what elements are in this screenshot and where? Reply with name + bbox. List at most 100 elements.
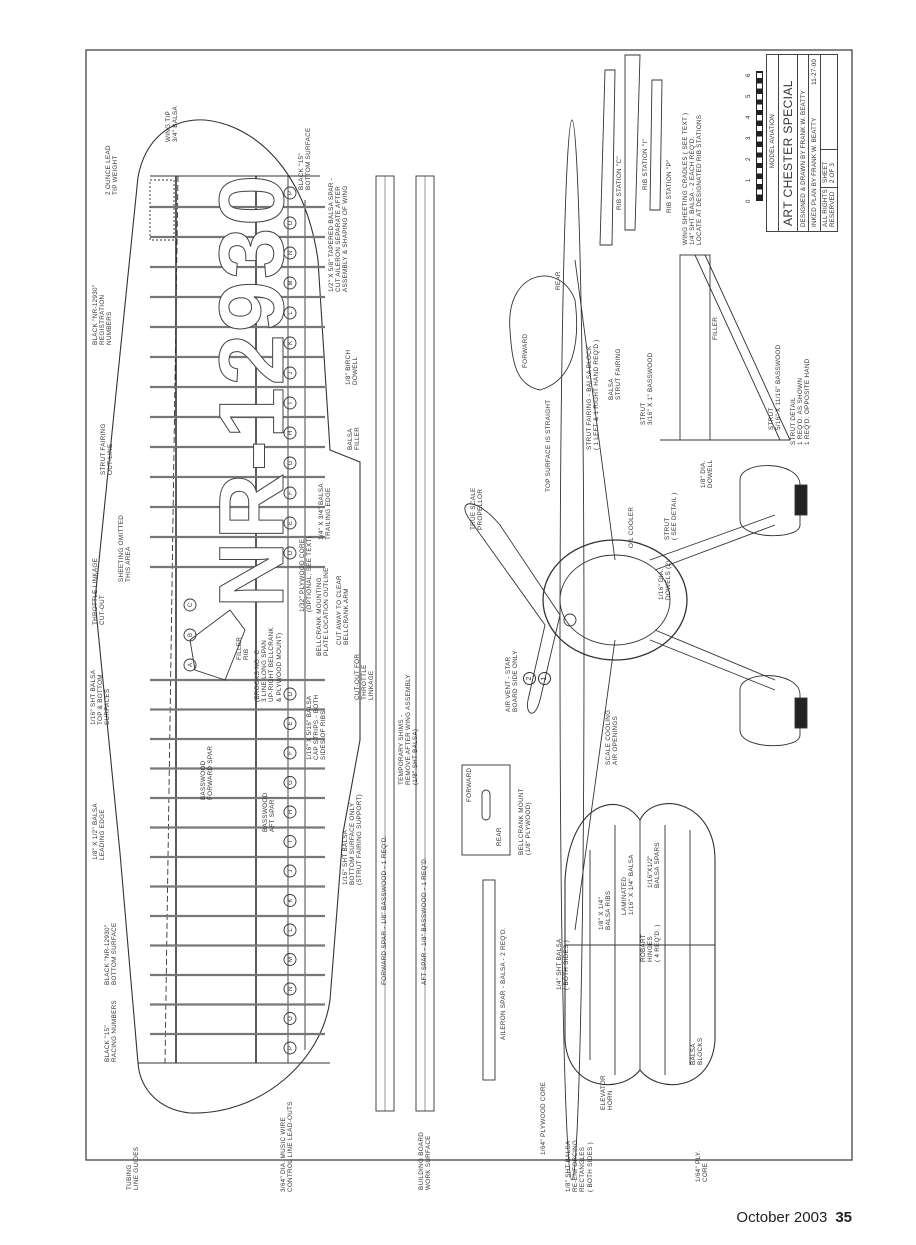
rib-station-circle <box>283 306 297 320</box>
label-tail-spars: 1/16"X1/2" BALSA SPARS <box>647 842 662 888</box>
rib-station-letter: O <box>288 220 294 225</box>
registration-outline: NR-12930 <box>201 173 303 608</box>
rib-station-marker: K <box>283 336 297 350</box>
label-oil-cooler: OIL COOLER <box>628 506 635 548</box>
label-top-surface: TOP SURFACE IS STRAIGHT <box>545 399 552 492</box>
drawing-frame <box>85 49 853 1161</box>
label-bellcrank-plate: BELLCRANK MOUNTING PLATE LOCATION OUTLIN… <box>316 567 331 656</box>
rib-station-letter: E <box>288 721 294 725</box>
rib-station-circle <box>283 366 297 380</box>
wing-strut-upper <box>574 259 616 561</box>
plan-date: 11-27-00 <box>811 59 818 85</box>
rib-station-circle <box>283 717 297 730</box>
rib-station-circle <box>283 546 297 560</box>
label-tapered-spar: 1/2" X 5/8" TAPERED BALSA SPAR - CUT AIL… <box>328 177 350 292</box>
label-forward-spar-strip: FORWARD SPAR - 1/8" BASSWOOD - 1 REQ'D. <box>381 835 388 985</box>
rib-station-marker: H <box>283 426 297 440</box>
rib-station-circle <box>283 923 297 937</box>
sheet-number: SHEET 2 OF 3 <box>821 149 837 187</box>
rib-station-letter: L <box>288 928 294 932</box>
rib-station-letter: P <box>288 1046 294 1050</box>
rib-station-marker: A <box>183 658 197 672</box>
designer-credit: DESIGNED & DRAWN BY FRANK W. BEATTY <box>799 90 807 227</box>
rib-station-circle <box>283 276 297 290</box>
label-reinforcing: 1/8" SHT BALSA RE-ENFORCING RECTANGLES (… <box>565 1139 594 1192</box>
rib-station-marker: K <box>283 894 297 907</box>
rib-station-circle <box>283 1012 297 1025</box>
label-strut-basswood: STRUT 3/16" X 1" BASSWOOD <box>640 352 655 425</box>
wing-strut-lower <box>574 639 616 931</box>
label-mount-rear: REAR <box>496 827 503 846</box>
label-temporary-shims: TEMPORARY SHIMS - REMOVE AFTER WING ASSE… <box>398 674 420 785</box>
scale-tick: 3 <box>746 136 752 140</box>
rib-station-letter: J <box>288 870 294 873</box>
rib-station-letter: E <box>288 521 294 525</box>
rib-station-marker: B <box>183 628 197 642</box>
label-strut-detail-size: STRUT 5/16" X 11/16" BASSWOOD <box>768 344 783 430</box>
rib-station-circle <box>183 598 197 612</box>
lead-tip-weight <box>149 179 175 241</box>
label-strut-fairing-outline: STRUT FAIRING OUT-LINE <box>100 423 115 475</box>
label-air-vent: AIR VENT - STAR BOARD SIDE ONLY <box>505 650 520 712</box>
label-rib-station-p: RIB STATION "P" <box>666 159 673 213</box>
rib-station-marker: G <box>283 456 297 470</box>
rib-station-letter: C <box>188 602 194 607</box>
rib-station-marker: D <box>283 546 297 560</box>
rib-station-circle <box>283 805 297 819</box>
scale-tick: 5 <box>746 94 752 98</box>
label-tail-sheet: 1/4" SHT BALSA ( BOTH SIDES ) <box>556 938 571 990</box>
label-rib-station-i: RIB STATION "I" <box>642 138 649 190</box>
rib-station-marker: D <box>283 687 297 701</box>
rib-station-marker: N <box>283 246 297 260</box>
label-aft-spar-strip: AFT SPAR - 1/8" BASSWOOD - 1 REQ'D. <box>421 856 428 985</box>
scale-tick: 6 <box>746 73 752 77</box>
bellcrank-outline <box>189 609 246 681</box>
wing-ribs <box>150 205 325 1036</box>
rib-station-marker: G <box>283 776 297 789</box>
propeller <box>464 503 561 714</box>
label-sheeting-omitted: SHEETING OMITTED THIS AREA <box>118 514 133 582</box>
scale-tick: 1 <box>746 178 752 182</box>
rib-station-letter: G <box>288 460 294 465</box>
rib-station-circle <box>283 336 297 350</box>
rib-station-marker: N <box>283 982 297 996</box>
label-registration: BLACK "NR-12930" REGISTRATION NUMBERS <box>92 284 114 345</box>
wing-front <box>559 119 585 1181</box>
rib-station-letter: I <box>288 840 294 842</box>
cowling <box>542 539 688 661</box>
label-registration-bottom: BLACK "NR-12930" BOTTOM SURFACE <box>104 922 119 985</box>
tire-lower <box>794 697 808 729</box>
label-plywood-core: 1/32" PLYWOOD CORE (OPTIONAL, SEE TEXT) <box>299 536 314 612</box>
rib-station-letter: P <box>288 191 294 195</box>
label-lead-outs: 3/64" DIA. MUSIC WIRE CONTROL LINE LEAD-… <box>280 1101 295 1192</box>
rib-station-letter: K <box>288 341 294 345</box>
rib-station-marker: F <box>283 746 297 760</box>
wheel-pant-upper <box>739 465 801 537</box>
scale-tick: 4 <box>746 115 752 119</box>
callout-2: 2 <box>523 672 536 685</box>
strut-detail <box>660 254 791 441</box>
label-propeller: TRUE SCALE PROPELLOR <box>470 487 485 530</box>
front-view <box>464 119 808 1181</box>
plan-title: ART CHESTER SPECIAL <box>781 80 795 226</box>
rib-station-circle <box>283 396 297 410</box>
label-trailing-edge: 1/4" X 3/4" BALSA TRAILING EDGE <box>318 483 333 540</box>
rib-station-letter: D <box>288 550 294 555</box>
label-ply-core: 1/64" PLY. CORE <box>695 1150 710 1182</box>
rib-station-circle <box>283 186 297 200</box>
label-fairing-rear: REAR <box>555 271 562 290</box>
rib-station-letter: N <box>288 987 294 991</box>
strut-fairing-block <box>509 275 578 391</box>
aileron-spar <box>482 879 496 1081</box>
rib-station-circle <box>183 658 197 672</box>
label-mount-forward: FORWARD <box>466 767 473 802</box>
rib-station-letter: F <box>288 751 294 755</box>
rib-station-marker: P <box>283 1041 297 1055</box>
rib-station-letter: A <box>188 663 194 667</box>
rib-station-letter: N <box>288 251 294 255</box>
rib-station-templates <box>599 54 663 246</box>
rib-station-letter: M <box>288 281 294 286</box>
bellcrank-mount <box>461 764 511 856</box>
